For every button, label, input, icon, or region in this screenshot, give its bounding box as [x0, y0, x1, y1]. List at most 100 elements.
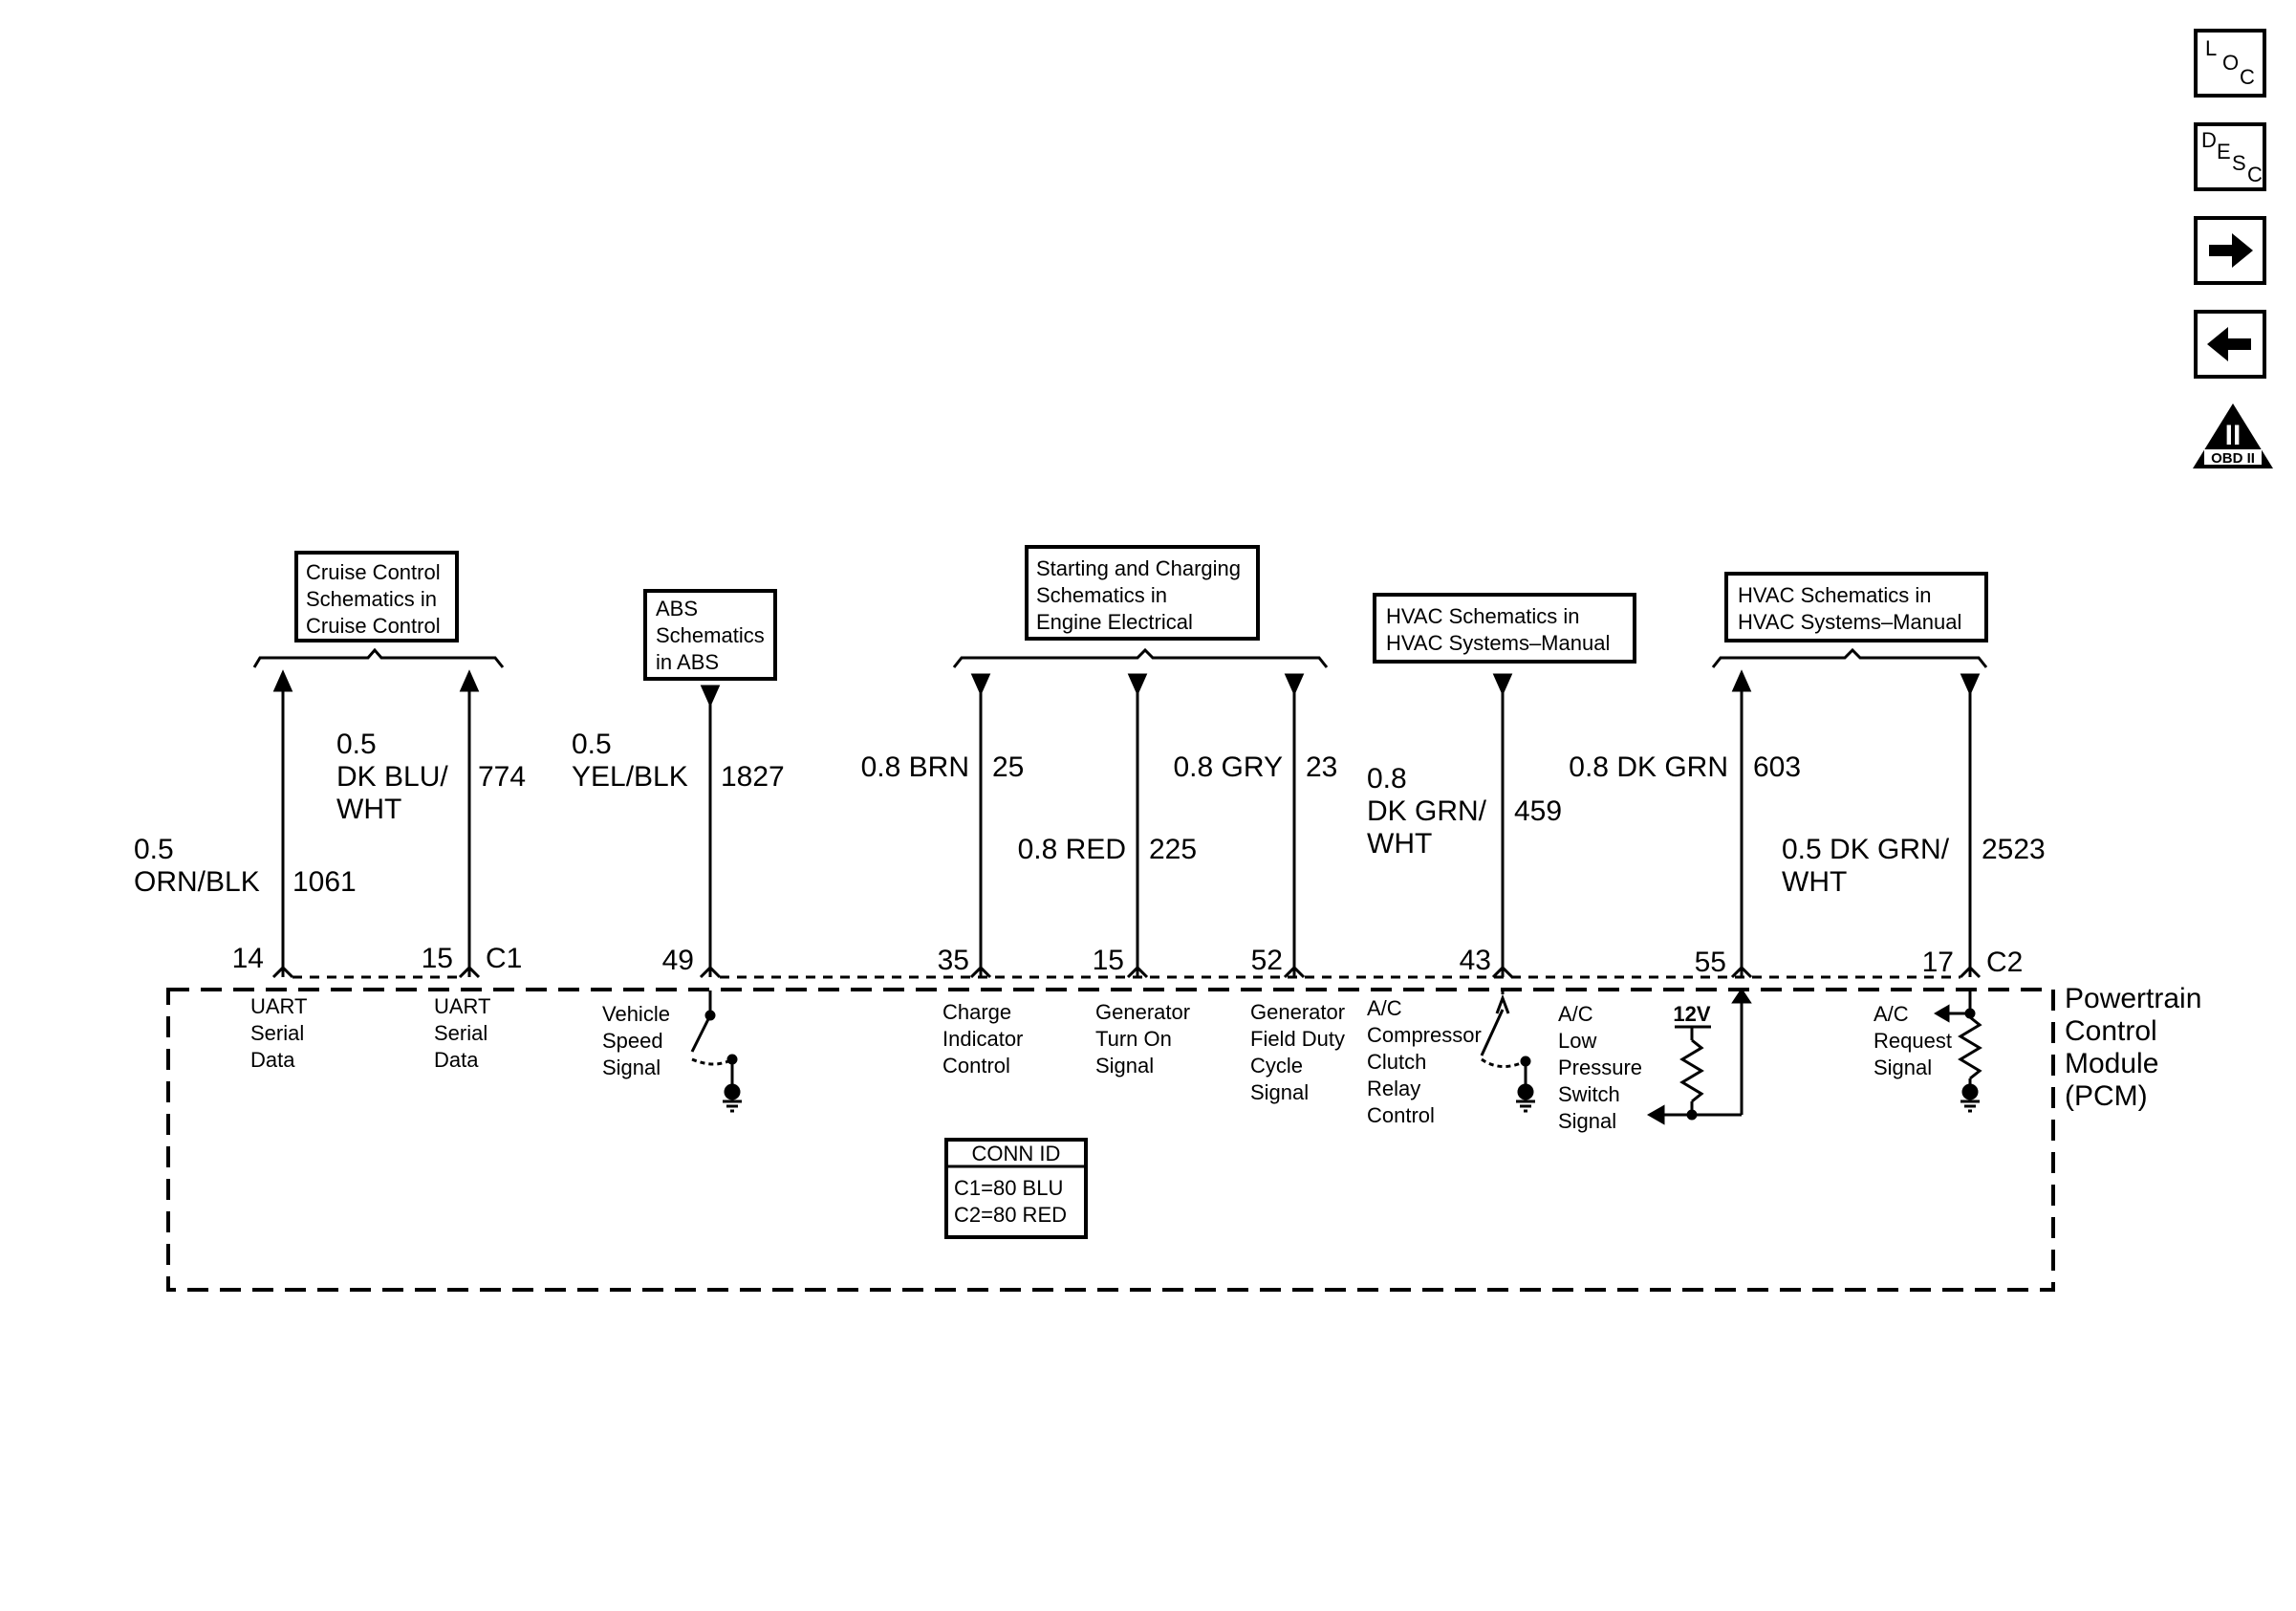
ground-icon — [1516, 1083, 1535, 1113]
svg-text:Signal: Signal — [1874, 1056, 1932, 1079]
svg-text:49: 49 — [662, 945, 694, 976]
svg-text:0.5: 0.5 — [336, 729, 377, 760]
svg-text:17: 17 — [1922, 947, 1954, 978]
svg-text:DK GRN/: DK GRN/ — [1367, 795, 1487, 827]
svg-text:Signal: Signal — [1250, 1080, 1309, 1104]
loc-button[interactable]: L O C — [2194, 29, 2266, 98]
svg-text:ORN/BLK: ORN/BLK — [134, 866, 260, 898]
conn-id-box: CONN ID C1=80 BLU C2=80 RED — [944, 1138, 1088, 1239]
func-charge-indicator: Charge Indicator Control — [942, 1000, 1023, 1078]
svg-text:HVAC Systems–Manual: HVAC Systems–Manual — [1738, 610, 1961, 634]
svg-text:2523: 2523 — [1982, 834, 2046, 865]
ref-box-abs[interactable]: ABS Schematics in ABS — [643, 589, 777, 681]
pin-numbers: 14 15 49 35 15 52 43 55 17 — [232, 943, 1954, 978]
svg-text:Starting and Charging: Starting and Charging — [1036, 556, 1241, 580]
svg-text:Generator: Generator — [1250, 1000, 1345, 1024]
svg-text:Schematics in: Schematics in — [1036, 583, 1167, 607]
svg-text:43: 43 — [1460, 945, 1491, 976]
svg-text:Compressor: Compressor — [1367, 1023, 1482, 1047]
forward-button[interactable] — [2194, 216, 2266, 285]
svg-text:Relay: Relay — [1367, 1077, 1420, 1100]
wire-label-25: 0.8 BRN 25 — [861, 751, 1025, 783]
svg-text:Signal: Signal — [1558, 1109, 1616, 1133]
svg-text:Clutch: Clutch — [1367, 1050, 1426, 1074]
wire-label-2523: 0.5 DK GRN/ WHT 2523 — [1782, 834, 2046, 898]
svg-text:UART: UART — [250, 994, 308, 1018]
svg-text:774: 774 — [478, 761, 526, 793]
vss-switch-icon — [690, 991, 738, 1086]
svg-text:35: 35 — [938, 945, 969, 976]
supply-voltage-label: 12V — [1673, 1002, 1710, 1026]
svg-text:14: 14 — [232, 943, 264, 974]
svg-text:D: D — [2201, 128, 2217, 152]
svg-text:HVAC Schematics in: HVAC Schematics in — [1386, 604, 1580, 628]
ac-low-pressure-pullup-icon — [1646, 988, 1752, 1125]
desc-button[interactable]: D E S C — [2194, 122, 2266, 191]
back-button[interactable] — [2194, 310, 2266, 379]
svg-text:Serial: Serial — [250, 1021, 304, 1045]
connector-c1-label: C1 — [486, 943, 522, 974]
func-ac-relay: A/C Compressor Clutch Relay Control — [1367, 996, 1482, 1127]
svg-text:S: S — [2232, 151, 2246, 175]
connector-pins — [271, 965, 1982, 979]
svg-text:II: II — [2225, 420, 2242, 451]
svg-text:E: E — [2217, 140, 2231, 163]
svg-text:25: 25 — [992, 751, 1024, 783]
wire-label-459: 0.8 DK GRN/ WHT 459 — [1367, 763, 1562, 860]
ref-box-hvac-1[interactable]: HVAC Schematics in HVAC Systems–Manual — [1373, 593, 1636, 664]
svg-text:0.5: 0.5 — [134, 834, 174, 865]
svg-text:WHT: WHT — [1367, 828, 1432, 860]
svg-text:1827: 1827 — [721, 761, 785, 793]
wire-lines — [272, 669, 1981, 977]
svg-text:15: 15 — [422, 943, 453, 974]
svg-text:Module: Module — [2065, 1048, 2158, 1079]
svg-text:Cruise Control: Cruise Control — [306, 614, 441, 638]
svg-text:Control: Control — [1367, 1103, 1435, 1127]
svg-text:52: 52 — [1251, 945, 1283, 976]
svg-text:Control: Control — [2065, 1015, 2157, 1047]
svg-text:Signal: Signal — [602, 1056, 661, 1079]
svg-text:Signal: Signal — [1095, 1054, 1154, 1078]
ref-box-starting-charging[interactable]: Starting and Charging Schematics in Engi… — [1025, 545, 1260, 641]
svg-text:A/C: A/C — [1367, 996, 1402, 1020]
svg-text:C: C — [2247, 163, 2263, 186]
svg-text:Control: Control — [942, 1054, 1010, 1078]
svg-text:WHT: WHT — [336, 794, 401, 825]
svg-text:Indicator: Indicator — [942, 1027, 1023, 1051]
svg-text:OBD II: OBD II — [2211, 450, 2255, 467]
svg-text:0.8 BRN: 0.8 BRN — [861, 751, 969, 783]
svg-text:0.8 RED: 0.8 RED — [1018, 834, 1126, 865]
svg-text:Low: Low — [1558, 1029, 1596, 1053]
svg-text:C: C — [2240, 65, 2255, 89]
svg-text:Serial: Serial — [434, 1021, 487, 1045]
svg-text:Cycle: Cycle — [1250, 1054, 1303, 1078]
svg-text:(PCM): (PCM) — [2065, 1080, 2148, 1112]
ground-icon — [1960, 1083, 1980, 1113]
svg-text:HVAC Schematics in: HVAC Schematics in — [1738, 583, 1932, 607]
ref-box-cruise-control[interactable]: Cruise Control Schematics in Cruise Cont… — [291, 547, 463, 646]
svg-text:DK BLU/: DK BLU/ — [336, 761, 448, 793]
svg-text:0.8 GRY: 0.8 GRY — [1173, 751, 1283, 783]
svg-text:Schematics in: Schematics in — [306, 587, 437, 611]
arrow-right-icon — [2209, 233, 2253, 268]
func-uart-2: UART Serial Data — [434, 994, 491, 1072]
svg-text:Vehicle: Vehicle — [602, 1002, 670, 1026]
ground-icon — [723, 1083, 742, 1113]
obd-ii-button[interactable]: II OBD II — [2193, 403, 2273, 468]
svg-text:1061: 1061 — [292, 866, 357, 898]
pcm-boundary — [166, 988, 2055, 1292]
svg-text:Switch: Switch — [1558, 1082, 1620, 1106]
ref-box-hvac-2[interactable]: HVAC Schematics in HVAC Systems–Manual — [1724, 572, 1988, 642]
svg-text:Powertrain: Powertrain — [2065, 983, 2201, 1014]
conn-id-line: C1=80 BLU — [954, 1176, 1063, 1200]
svg-text:459: 459 — [1514, 795, 1562, 827]
svg-text:Generator: Generator — [1095, 1000, 1190, 1024]
svg-text:Pressure: Pressure — [1558, 1056, 1642, 1079]
svg-text:WHT: WHT — [1782, 866, 1847, 898]
wire-label-23: 0.8 GRY 23 — [1173, 751, 1337, 783]
conn-id-line: C2=80 RED — [954, 1203, 1067, 1227]
svg-text:0.5: 0.5 — [572, 729, 612, 760]
svg-text:O: O — [2222, 51, 2239, 75]
svg-text:L: L — [2205, 36, 2217, 60]
